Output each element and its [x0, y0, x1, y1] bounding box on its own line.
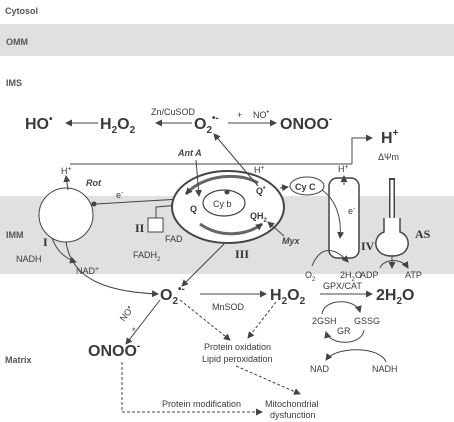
matrix-label: Matrix — [5, 355, 32, 365]
complex-ii — [147, 217, 164, 233]
cyt-c-to-complex-iv — [321, 189, 345, 239]
omm-label: OMM — [6, 37, 28, 47]
peroxynitrite-to-dysfunction-arrow — [121, 362, 263, 416]
q-label: Q — [190, 204, 197, 214]
oxygen-label: O2 — [305, 270, 316, 283]
antimycin-a-label: Ant A — [177, 148, 202, 158]
matrix-h2o2: H2O2 — [270, 287, 306, 307]
complex-iv-label: IV — [361, 239, 375, 253]
q-cycle-arrow-bottom — [199, 222, 263, 236]
proton-gradient-arrow — [351, 134, 373, 164]
complex-iii-proton: H+ — [254, 165, 265, 175]
hydroxyl-radical: HO• — [25, 114, 53, 133]
ims-peroxynitrite: ONOO- — [280, 114, 332, 133]
cytochrome-b-label: Cy b — [213, 199, 232, 209]
plus-sign: + — [237, 110, 242, 120]
matrix-water: 2H2O — [376, 287, 414, 307]
cytochrome-c — [289, 176, 325, 196]
h2o2-to-oxidation-arrow — [247, 301, 277, 339]
gsh-to-gssg-arrow — [321, 301, 362, 315]
star-marker: * — [132, 326, 136, 336]
atp-label: ATP — [405, 270, 422, 280]
qh2-label: QH2 — [250, 211, 268, 224]
ims-h2o2: H2O2 — [100, 116, 136, 136]
complex-iv-electron: e- — [348, 206, 356, 216]
matrix-peroxynitrite: ONOO- — [88, 341, 140, 360]
gr-label: GR — [337, 326, 351, 336]
peroxidation-to-dysfunction-arrow — [235, 365, 301, 395]
protein-modification-label: Protein modification — [162, 399, 241, 409]
gpx-cat-label: GPX/CAT — [323, 281, 362, 291]
ims-nitric-oxide: NO• — [253, 109, 270, 120]
atp-synthase-label: AS — [415, 227, 431, 241]
protein-oxidation-label: Protein oxidation — [204, 342, 271, 352]
q-cycle-arrow-top — [184, 174, 259, 196]
rotenone-label: Rot — [86, 178, 102, 188]
q-radical-label: Q• — [256, 185, 266, 196]
complex-iii-label: III — [235, 247, 249, 261]
complex-i-to-matrix-superoxide — [65, 241, 159, 298]
cytosol-label: Cytosol — [5, 6, 38, 16]
zn-cusod-label: Zn/CuSOD — [151, 107, 196, 117]
matrix-superoxide: O2•- — [160, 284, 185, 307]
complex-iii-to-matrix-superoxide — [181, 243, 225, 287]
fad-label: FAD — [165, 234, 183, 244]
omm-band — [0, 24, 454, 56]
adp-label: ADP — [360, 270, 379, 280]
nadh-label: NADH — [16, 254, 42, 264]
cytochrome-b — [202, 189, 246, 217]
complex-iv — [328, 177, 360, 259]
matrix-nitric-oxide: NO• — [118, 304, 136, 323]
complex-ii-label: II — [135, 221, 145, 235]
ims-superoxide: O2•- — [194, 113, 219, 136]
nadh-to-nad-arrow — [51, 237, 77, 264]
heme-site — [224, 189, 230, 195]
complex-i-label: I — [43, 235, 48, 249]
matrix-nadh-label: NADH — [372, 364, 398, 374]
water-label: 2H2O — [340, 270, 362, 283]
gsh-label: 2GSH — [312, 316, 337, 326]
electron-flow-i-to-q — [95, 195, 182, 205]
complex-i — [38, 187, 94, 243]
q-to-ims-superoxide-arrow — [213, 133, 259, 187]
ims-label: IMS — [6, 78, 22, 88]
superoxide-to-peroxynitrite-arrow — [125, 299, 161, 345]
gssg-to-gsh-arrow — [324, 329, 365, 343]
complex-iv-proton: H+ — [338, 164, 349, 174]
electron-to-cyt-c — [279, 184, 289, 192]
lipid-peroxidation-label: Lipid peroxidation — [202, 354, 273, 364]
complex-i-proton-arrow — [63, 175, 71, 191]
fadh2-label: FADH2 — [133, 250, 161, 263]
gssg-label: GSSG — [354, 316, 380, 326]
adp-to-atp-arrow — [379, 260, 409, 269]
antimycin-a-pointer — [195, 159, 202, 197]
mnsod-label: MnSOD — [212, 302, 245, 312]
o2-to-water-arrow — [311, 250, 349, 267]
nad-label: NAD+ — [76, 266, 99, 276]
imm-label: IMM — [6, 230, 24, 240]
myxothiazol-pointer — [267, 221, 285, 237]
cytochrome-c-label: Cy C — [295, 182, 316, 192]
nadh-to-nad-cycle-arrow — [325, 349, 387, 363]
rotenone-site — [91, 201, 97, 207]
matrix-nad-label: NAD — [310, 364, 330, 374]
electron-label: e- — [116, 190, 124, 200]
complex-i-proton: H+ — [61, 166, 72, 176]
myxothiazol-label: Myx — [282, 236, 301, 246]
ims-proton: H+ — [381, 128, 399, 147]
mito-dysfunction-line2: dysfunction — [270, 410, 316, 420]
membrane-potential-label: ΔΨm — [378, 152, 399, 162]
mito-dysfunction-line1: Mitochondrial — [265, 399, 319, 409]
superoxide-to-oxidation-arrow — [179, 299, 231, 341]
